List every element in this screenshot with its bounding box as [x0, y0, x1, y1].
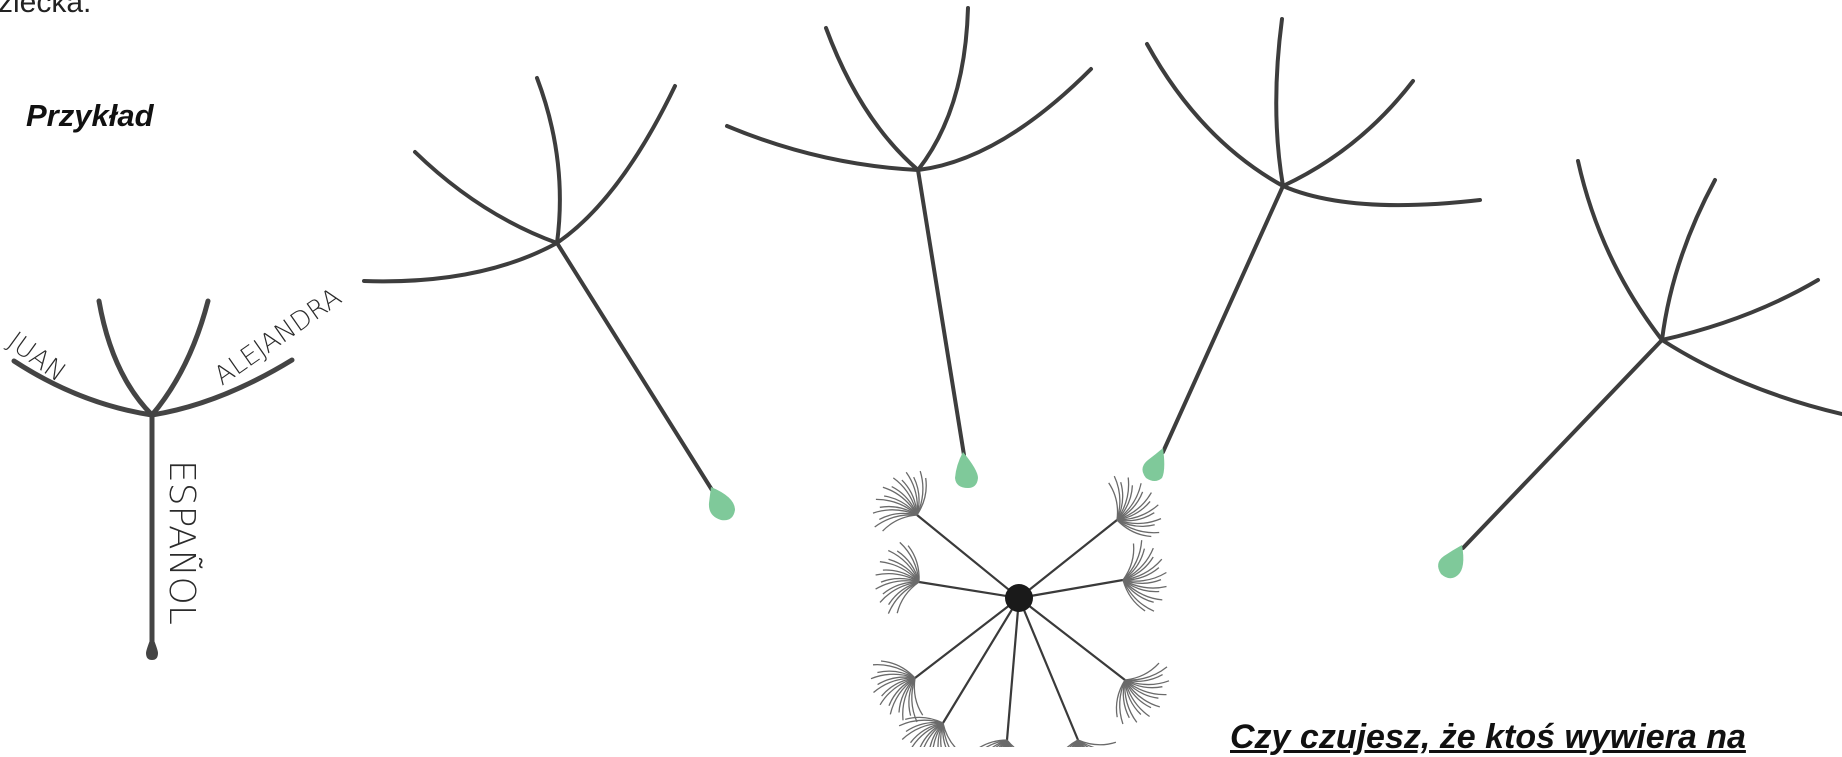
seed-2-tip — [955, 452, 978, 488]
dandelion-filament — [883, 515, 917, 531]
dandelion-spoke — [943, 598, 1019, 723]
dandelion-tuft — [871, 661, 923, 722]
dandelion-spoke — [1019, 580, 1123, 598]
dandelion-tuft — [873, 471, 926, 531]
dandelion-tuft — [1053, 740, 1121, 747]
dandelion-spoke — [915, 598, 1019, 678]
dandelion-filament — [943, 723, 964, 747]
dandelion-filament — [1125, 663, 1159, 680]
label-espanol: ESPAÑOL — [161, 460, 203, 625]
dandelion-tuft — [1109, 476, 1161, 536]
footer-question: Czy czujesz, że ktoś wywiera na — [1230, 718, 1746, 757]
dandelion-spoke — [917, 515, 1019, 598]
example-seed-tip — [146, 635, 158, 660]
dandelion-spoke — [1007, 598, 1019, 740]
dandelion-center — [1005, 584, 1033, 612]
label-juan: JUAN — [2, 326, 71, 388]
seed-3 — [1147, 19, 1480, 452]
dandelion-filament — [1078, 740, 1121, 747]
dandelion-tuft — [1123, 540, 1167, 611]
dandelion-tuft — [1116, 663, 1169, 724]
seed-1-tip — [709, 487, 735, 520]
seed-1 — [364, 78, 712, 490]
seed-3-tip — [1142, 448, 1164, 481]
dandelion-filament — [1007, 740, 1040, 747]
seed-2 — [727, 8, 1091, 455]
dandelion-spoke — [1019, 598, 1078, 740]
label-alejandra: ALEJANDRA — [209, 282, 347, 391]
dandelion-filament — [1109, 483, 1118, 520]
seed-4-tip — [1438, 545, 1463, 578]
dandelion-spoke — [1019, 520, 1117, 598]
dandelion-tuft — [969, 740, 1041, 747]
seed-4 — [1463, 161, 1842, 548]
dandelion-tuft — [876, 542, 920, 613]
dandelion-tuft — [899, 717, 964, 747]
dandelion-filament — [914, 678, 922, 715]
